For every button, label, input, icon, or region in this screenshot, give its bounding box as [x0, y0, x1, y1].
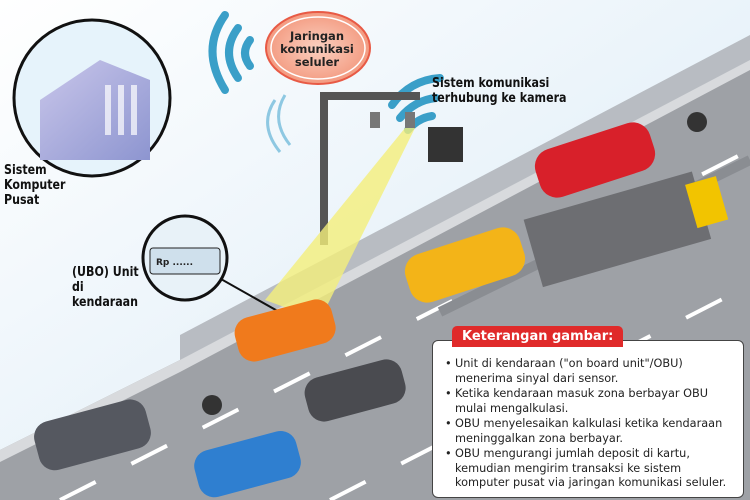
blue-car [194, 430, 301, 498]
legend-item: OBU menyelesaikan kalkulasi ketika kenda… [445, 417, 737, 446]
central-computer-label: Sistem Komputer Pusat [4, 163, 66, 208]
camera-system-label: Sistem komunikasi terhubung ke kamera [432, 76, 567, 106]
cellular-bubble [265, 11, 371, 85]
red-car [534, 122, 656, 198]
truck [523, 171, 729, 288]
obu-unit-label: (UBO) Unit di kendaraan [72, 265, 139, 310]
control-box [428, 127, 463, 162]
legend-item: Unit di kendaraan ("on board unit"/OBU) … [445, 357, 737, 386]
legend-item: Ketika kendaraan masuk zona berbayar OBU… [445, 387, 737, 416]
sensor-beam [265, 128, 415, 320]
gray-car [304, 359, 406, 422]
obu-display: Rp ...... [156, 258, 194, 268]
motorcycle [202, 112, 707, 415]
legend-title: Keterangan gambar: [452, 326, 624, 347]
orange-car [234, 299, 336, 362]
yellow-car [404, 227, 526, 303]
legend-item: OBU mengurangi jumlah deposit di kartu, … [445, 447, 737, 491]
cellular-network-label: Jaringan komunikasi seluler [280, 28, 354, 69]
camera-gantry [320, 92, 463, 245]
dark-car [34, 399, 151, 471]
signal-small-icon [266, 94, 292, 153]
legend-box: Unit di kendaraan ("on board unit"/OBU) … [432, 340, 744, 498]
